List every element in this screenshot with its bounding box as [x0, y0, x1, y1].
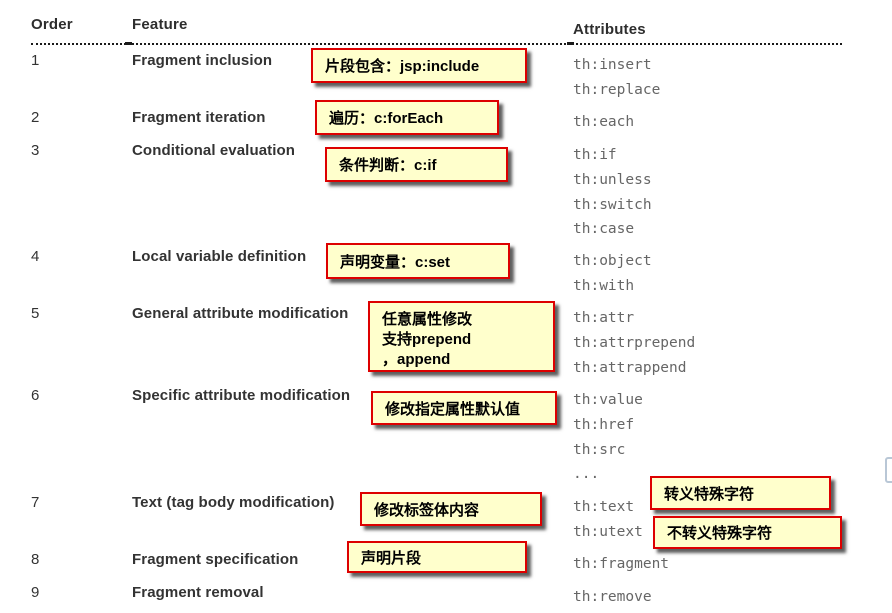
attribute: th:object	[573, 253, 652, 269]
row-attributes: th:fragment	[573, 547, 892, 580]
row-order: 9	[31, 584, 40, 601]
row-order: 1	[31, 52, 40, 69]
callout-line: 任意属性修改	[382, 311, 473, 328]
callout-fragment-specification: 声明片段	[347, 541, 527, 573]
table-row: 1 Fragment inclusion th:insert th:replac…	[0, 48, 892, 105]
attribute: th:value	[573, 392, 643, 408]
attribute: th:fragment	[573, 556, 670, 572]
table-row: 4 Local variable definition th:object th…	[0, 244, 892, 301]
row-order: 8	[31, 551, 40, 568]
row-attributes: th:each	[573, 105, 892, 138]
row-feature: Fragment iteration	[132, 109, 266, 126]
header-order: Order	[31, 16, 73, 33]
right-edge-artifact	[885, 457, 892, 483]
row-order: 3	[31, 142, 40, 159]
row-attributes: th:text th:utext	[573, 490, 892, 547]
callout-fragment-inclusion: 片段包含：jsp:include	[311, 48, 527, 83]
row-feature: General attribute modification	[132, 305, 349, 322]
attribute: th:remove	[573, 589, 652, 605]
row-attributes: th:remove	[573, 580, 892, 613]
row-feature: Local variable definition	[132, 248, 307, 265]
attribute: th:with	[573, 277, 635, 294]
row-feature: Fragment specification	[132, 551, 299, 568]
row-order: 5	[31, 305, 40, 322]
row-order: 2	[31, 109, 40, 126]
table-row: 7 Text (tag body modification) th:text t…	[0, 490, 892, 547]
attribute: th:utext	[573, 523, 643, 540]
table-row: 8 Fragment specification th:fragment	[0, 547, 892, 580]
header-divider-junction	[125, 42, 132, 45]
attribute: th:insert	[573, 57, 652, 73]
row-attributes: th:insert th:replace	[573, 48, 892, 105]
attribute: th:attr	[573, 310, 635, 326]
attribute: th:attrprepend	[573, 334, 696, 351]
table-row: 3 Conditional evaluation th:if th:unless…	[0, 138, 892, 244]
table-row: 5 General attribute modification th:attr…	[0, 301, 892, 383]
attribute: th:attrappend	[573, 359, 687, 376]
table-row: 2 Fragment iteration th:each	[0, 105, 892, 138]
callout-specific-attribute: 修改指定属性默认值	[371, 391, 557, 425]
attribute: th:each	[573, 114, 635, 130]
row-order: 7	[31, 494, 40, 511]
row-feature: Fragment inclusion	[132, 52, 273, 69]
attribute: th:href	[573, 416, 635, 433]
row-feature: Specific attribute modification	[132, 387, 351, 404]
header-divider-junction	[567, 42, 574, 45]
row-attributes: th:object th:with	[573, 244, 892, 301]
callout-unescaped-text: 不转义特殊字符	[653, 516, 842, 549]
row-feature: Conditional evaluation	[132, 142, 296, 159]
row-order: 4	[31, 248, 40, 265]
header-feature: Feature	[132, 16, 188, 33]
attribute: th:text	[573, 499, 635, 515]
header-divider	[31, 43, 842, 45]
callout-escaped-text: 转义特殊字符	[650, 476, 831, 510]
callout-line: 支持prepend	[382, 331, 472, 348]
row-order: 6	[31, 387, 40, 404]
attribute: th:case	[573, 221, 635, 238]
row-attributes: th:attr th:attrprepend th:attrappend	[573, 301, 892, 383]
header-attributes: Attributes	[573, 21, 646, 38]
attribute: th:switch	[573, 196, 652, 213]
callout-conditional-evaluation: 条件判断：c:if	[325, 147, 508, 182]
row-feature: Text (tag body modification)	[132, 494, 335, 511]
attribute: th:unless	[573, 171, 652, 188]
attribute: th:replace	[573, 81, 661, 98]
attribute: th:if	[573, 147, 617, 163]
callout-local-variable: 声明变量：c:set	[326, 243, 510, 279]
table-row: 9 Fragment removal th:remove	[0, 580, 892, 613]
callout-fragment-iteration: 遍历：c:forEach	[315, 100, 499, 135]
attribute: th:src	[573, 441, 626, 458]
callout-general-attribute: 任意属性修改 支持prepend ，append	[368, 301, 555, 372]
callout-text-body: 修改标签体内容	[360, 492, 542, 526]
callout-line: ，append	[382, 351, 451, 368]
row-attributes: th:value th:href th:src ...	[573, 383, 892, 490]
attribute: ...	[573, 466, 600, 483]
row-attributes: th:if th:unless th:switch th:case	[573, 138, 892, 244]
table-row: 6 Specific attribute modification th:val…	[0, 383, 892, 490]
row-feature: Fragment removal	[132, 584, 264, 601]
table-header-row: Order Feature Attributes	[0, 0, 892, 48]
